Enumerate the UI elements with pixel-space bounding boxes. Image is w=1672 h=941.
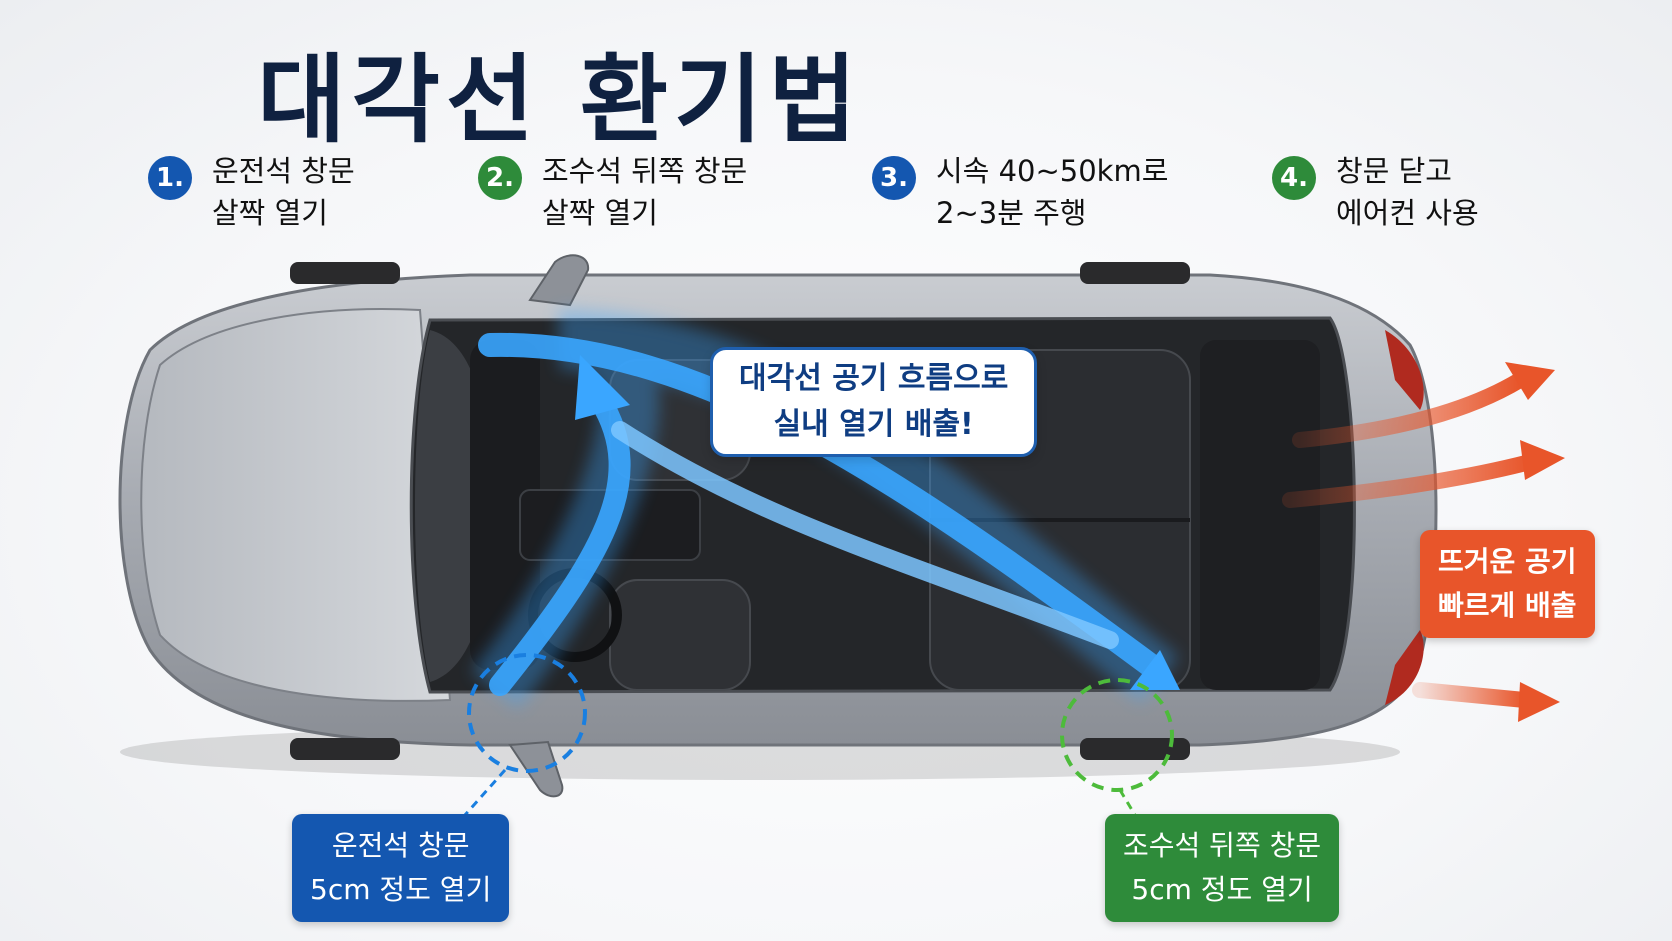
hot-air-label: 뜨거운 공기 빠르게 배출 [1420,530,1595,638]
airflow-arrow-3 [611,421,1119,649]
wheel-front-bottom [290,738,400,760]
exhaust-arrow-2 [1282,454,1538,508]
step-4-text: 창문 닫고 에어컨 사용 [1336,154,1479,230]
exhaust-arrow-2-head [1520,440,1565,480]
rear-window-leader [1118,789,1137,816]
step-1: 1. 운전석 창문 살짝 열기 [148,150,355,234]
mirror-top [528,254,590,307]
step-2: 2. 조수석 뒤쪽 창문 살짝 열기 [478,150,747,234]
airflow-callout: 대각선 공기 흐름으로 실내 열기 배출! [710,347,1038,457]
exhaust-arrow-3-head [1518,682,1560,722]
wheel-rear-bottom [1080,738,1190,760]
airflow-arrow-1-head [575,355,630,420]
tail-light-bottom [1385,630,1424,705]
front-seat-right [609,579,751,691]
car-hood [140,308,452,702]
rear-window-label: 조수석 뒤쪽 창문 5cm 정도 열기 [1105,814,1340,922]
step-2-text: 조수석 뒤쪽 창문 살짝 열기 [542,154,748,230]
step-2-number: 2. [478,156,522,200]
wheel-front-top [290,262,400,284]
exhaust-arrow-3 [1412,682,1533,708]
exhaust-arrow-1-head [1505,362,1555,400]
rear-shelf [1200,340,1320,690]
step-4-number: 4. [1272,156,1316,200]
step-4: 4. 창문 닫고 에어컨 사용 [1272,150,1479,234]
driver-window-leader [463,769,507,816]
dashboard [470,340,540,670]
step-3-number: 3. [872,156,916,200]
step-1-number: 1. [148,156,192,200]
tail-light-top [1385,330,1424,410]
wheel-rear-top [1080,262,1190,284]
step-3-text: 시속 40~50km로 2~3분 주행 [936,154,1169,230]
step-3: 3. 시속 40~50km로 2~3분 주행 [872,150,1168,234]
page-title: 대각선 환기법 [257,44,863,156]
step-1-text: 운전석 창문 살짝 열기 [212,154,355,230]
driver-window-label: 운전석 창문 5cm 정도 열기 [292,814,510,922]
exhaust-arrow-1 [1292,372,1528,448]
airflow-arrow-2-head [1130,650,1180,690]
rear-window-marker [1060,678,1174,792]
driver-window-marker [467,653,587,773]
